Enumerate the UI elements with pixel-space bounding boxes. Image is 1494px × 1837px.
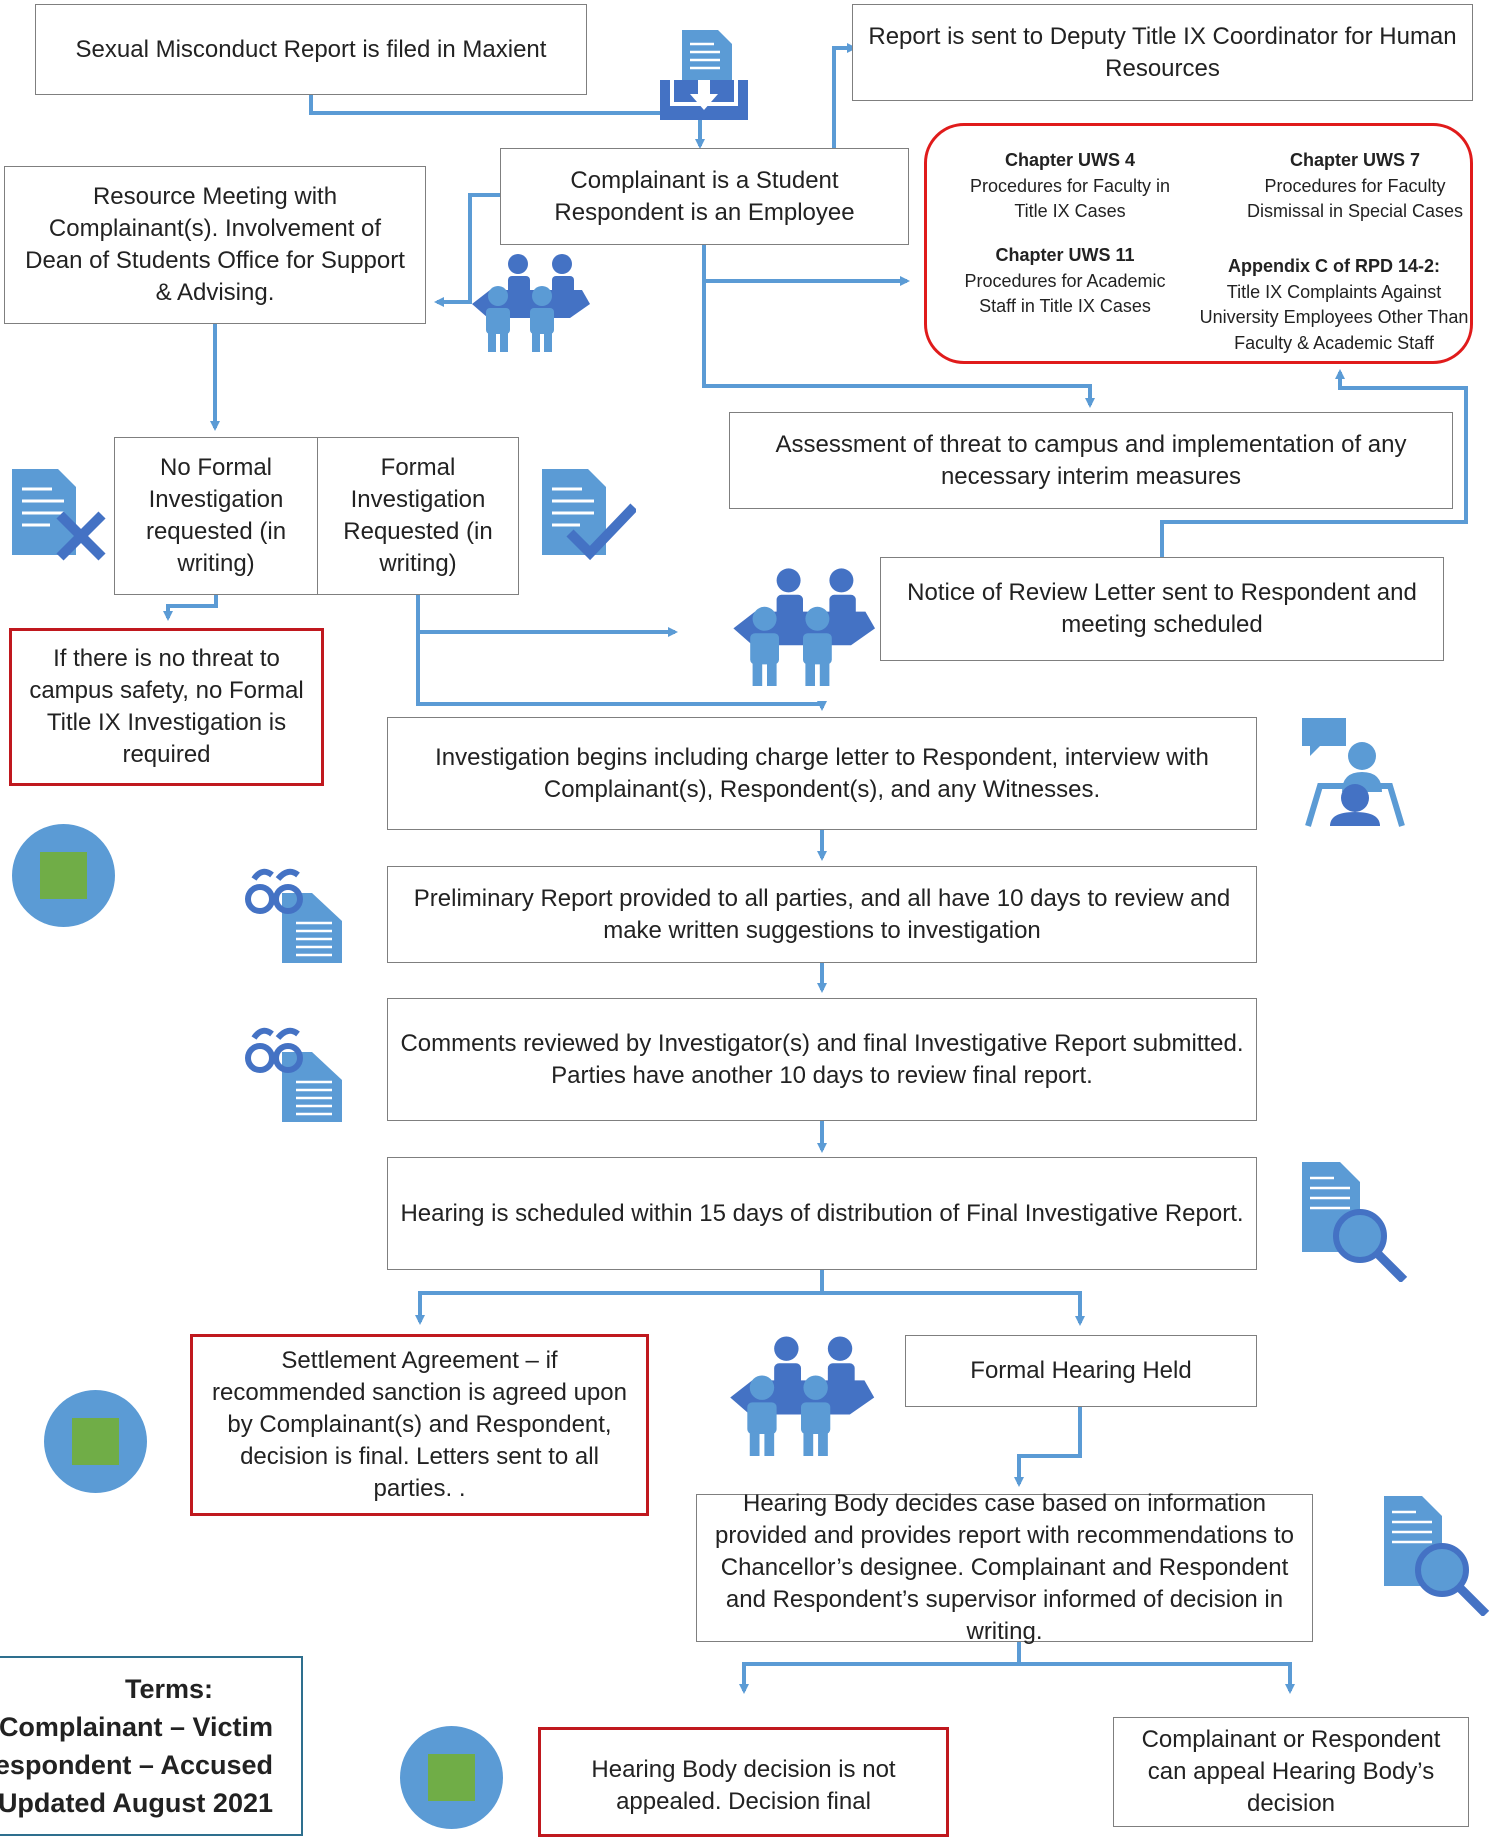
complainant-student-box: Complainant is a Student Respondent is a… xyxy=(500,148,909,245)
meeting-icon xyxy=(472,254,590,352)
resource-meeting-box: Resource Meeting with Complainant(s). In… xyxy=(4,166,426,324)
chapter-uws4-desc: Procedures for Faculty in Title IX Cases xyxy=(969,175,1171,222)
appendix-c-desc: Title IX Complaints Against University E… xyxy=(1199,281,1469,353)
resource-meeting-text: Resource Meeting with Complainant(s). In… xyxy=(25,183,405,306)
chapter-references-panel: Chapter UWS 4 Procedures for Faculty in … xyxy=(924,123,1473,364)
meeting-icon xyxy=(730,1336,875,1456)
not-appealed-box: Hearing Body decision is not appealed. D… xyxy=(538,1727,949,1837)
terms-complainant: Complainant – Victim xyxy=(0,1712,273,1742)
terms-content: Terms: Complainant – Victim Respondent –… xyxy=(0,1670,273,1822)
glasses-document-icon xyxy=(245,1027,342,1122)
comments-reviewed-text: Comments reviewed by Investigator(s) and… xyxy=(400,1029,1244,1089)
formal-investigation-text: Formal Investigation Requested (in writi… xyxy=(343,454,493,577)
chapter-uws11: Chapter UWS 11 Procedures for Academic S… xyxy=(955,243,1175,320)
can-appeal-box: Complainant or Respondent can appeal Hea… xyxy=(1113,1717,1469,1827)
chapter-uws4: Chapter UWS 4 Procedures for Faculty in … xyxy=(955,148,1185,225)
stop-icon xyxy=(12,824,115,927)
document-search-icon xyxy=(1302,1162,1408,1282)
deputy-coordinator-box: Report is sent to Deputy Title IX Coordi… xyxy=(852,4,1473,101)
meeting-icon xyxy=(733,568,875,686)
settlement-agreement-text: Settlement Agreement – if recommended sa… xyxy=(212,1347,627,1502)
no-formal-investigation-box: No Formal Investigation requested (in wr… xyxy=(114,437,318,595)
notice-of-review-text: Notice of Review Letter sent to Responde… xyxy=(907,579,1417,638)
investigation-begins-text: Investigation begins including charge le… xyxy=(435,743,1209,803)
document-x-icon xyxy=(12,469,106,561)
document-search-icon xyxy=(1384,1496,1490,1616)
stop-icon xyxy=(44,1390,147,1493)
terms-box: Terms: Complainant – Victim Respondent –… xyxy=(0,1656,303,1836)
terms-updated: Updated August 2021 xyxy=(0,1788,273,1818)
chapter-uws7: Chapter UWS 7 Procedures for Faculty Dis… xyxy=(1245,148,1465,225)
threat-assessment-box: Assessment of threat to campus and imple… xyxy=(729,412,1453,509)
deputy-coordinator-text: Report is sent to Deputy Title IX Coordi… xyxy=(868,22,1457,82)
hearing-body-decision-box: Hearing Body decides case based on infor… xyxy=(696,1490,1313,1645)
no-formal-investigation-text: No Formal Investigation requested (in wr… xyxy=(145,454,287,577)
chapter-uws7-desc: Procedures for Faculty Dismissal in Spec… xyxy=(1246,175,1464,222)
threat-assessment-text: Assessment of threat to campus and imple… xyxy=(775,430,1407,490)
stop-square xyxy=(40,852,87,899)
appendix-c-title: Appendix C of RPD 14-2: xyxy=(1227,256,1441,276)
formal-hearing-box: Formal Hearing Held xyxy=(905,1335,1257,1407)
preliminary-report-text: Preliminary Report provided to all parti… xyxy=(413,884,1231,944)
terms-respondent: Respondent – Accused xyxy=(0,1750,273,1780)
settlement-agreement-box: Settlement Agreement – if recommended sa… xyxy=(190,1334,649,1516)
terms-heading: Terms: xyxy=(124,1674,213,1704)
no-threat-text: If there is no threat to campus safety, … xyxy=(29,645,304,768)
not-appealed-text: Hearing Body decision is not appealed. D… xyxy=(591,1756,896,1815)
report-filed-text: Sexual Misconduct Report is filed in Max… xyxy=(75,35,547,63)
notice-of-review-box: Notice of Review Letter sent to Responde… xyxy=(880,557,1444,661)
complainant-student-text: Complainant is a Student Respondent is a… xyxy=(554,166,855,226)
glasses-document-icon xyxy=(245,868,342,963)
can-appeal-text: Complainant or Respondent can appeal Hea… xyxy=(1141,1726,1441,1817)
no-threat-box: If there is no threat to campus safety, … xyxy=(9,628,324,786)
inbox-download-icon xyxy=(660,30,748,120)
chapter-uws4-title: Chapter UWS 4 xyxy=(1004,150,1136,170)
report-filed-box: Sexual Misconduct Report is filed in Max… xyxy=(35,4,587,95)
stop-square xyxy=(428,1754,475,1801)
preliminary-report-box: Preliminary Report provided to all parti… xyxy=(387,866,1257,963)
chapter-uws11-desc: Procedures for Academic Staff in Title I… xyxy=(964,270,1166,317)
formal-hearing-text: Formal Hearing Held xyxy=(970,1357,1192,1384)
interview-icon xyxy=(1302,718,1405,827)
chapter-uws7-title: Chapter UWS 7 xyxy=(1289,150,1421,170)
comments-reviewed-box: Comments reviewed by Investigator(s) and… xyxy=(387,998,1257,1121)
chapter-uws11-title: Chapter UWS 11 xyxy=(995,245,1135,265)
investigation-begins-box: Investigation begins including charge le… xyxy=(387,717,1257,830)
hearing-body-decision-text: Hearing Body decides case based on infor… xyxy=(715,1490,1294,1645)
stop-icon xyxy=(400,1726,503,1829)
formal-investigation-box: Formal Investigation Requested (in writi… xyxy=(317,437,519,595)
hearing-scheduled-text: Hearing is scheduled within 15 days of d… xyxy=(400,1199,1244,1227)
hearing-scheduled-box: Hearing is scheduled within 15 days of d… xyxy=(387,1157,1257,1270)
document-check-icon xyxy=(542,469,636,561)
stop-square xyxy=(72,1418,119,1465)
appendix-c: Appendix C of RPD 14-2: Title IX Complai… xyxy=(1199,254,1469,356)
